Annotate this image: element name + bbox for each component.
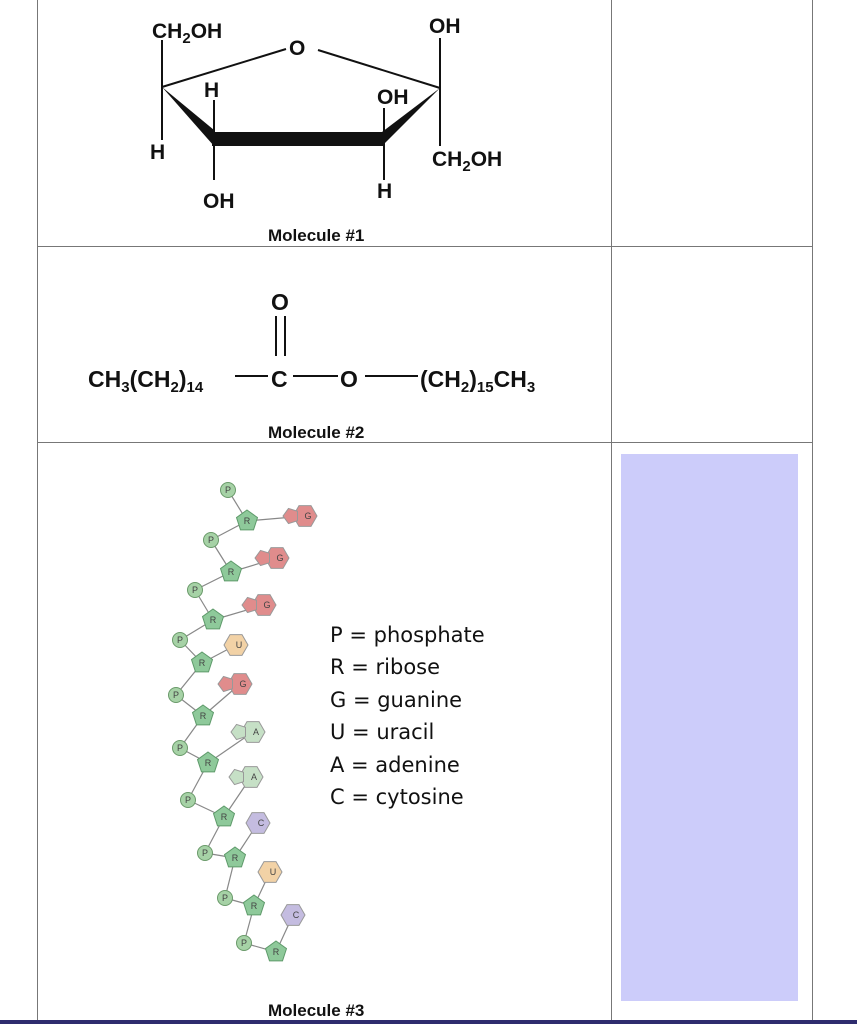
- base-label: G: [276, 553, 283, 563]
- legend-uracil: U = uracil: [330, 720, 434, 744]
- ribose-label: R: [205, 758, 212, 768]
- label-carbon: C: [271, 366, 288, 392]
- ring-wedge-right: [382, 88, 440, 146]
- ribose-pentagon: [242, 894, 266, 916]
- ring-wedge-left: [162, 87, 214, 146]
- label-oh-bottom: OH: [203, 190, 235, 213]
- phosphate-label: P: [192, 585, 198, 595]
- ribose-pentagon: [223, 846, 247, 868]
- phosphate-circle: [172, 632, 188, 648]
- phosphate-circle: [220, 482, 236, 498]
- label-ch2oh-left: CH2OH: [152, 20, 222, 47]
- ribose-label: R: [273, 947, 280, 957]
- ribose-pentagon: [201, 608, 225, 630]
- base-g-ring: [282, 507, 298, 525]
- ribose-label: R: [210, 615, 217, 625]
- phosphate-circle: [168, 687, 184, 703]
- phosphate-label: P: [177, 743, 183, 753]
- ring-front-bond: [212, 132, 384, 146]
- ribose-label: R: [200, 711, 207, 721]
- ribose-label: R: [221, 812, 228, 822]
- label-ch2oh-right: CH2OH: [432, 148, 502, 175]
- phosphate-label: P: [222, 893, 228, 903]
- legend-ribose: R = ribose: [330, 655, 440, 679]
- phosphate-circle: [217, 890, 233, 906]
- ribose-label: R: [251, 901, 258, 911]
- base-g-ring: [254, 549, 270, 567]
- label-h-upper: H: [204, 79, 219, 102]
- ribose-pentagon: [264, 940, 288, 962]
- legend-cytosine: C = cytosine: [330, 785, 464, 809]
- label-ring-o: O: [289, 37, 305, 60]
- phosphate-label: P: [241, 938, 247, 948]
- label-carbonyl-o: O: [271, 289, 289, 315]
- rna-strand-diagram: P R G P R G P R G P R U P R G P R A P R A P R C P R U P R C: [168, 482, 318, 962]
- molecule1-caption: Molecule #1: [268, 226, 364, 245]
- answer-box-molecule3[interactable]: [621, 454, 798, 1001]
- label-h-bottom: H: [377, 180, 392, 203]
- base-c-shape: [280, 904, 306, 926]
- phosphate-circle: [180, 792, 196, 808]
- ring-bond: [317, 49, 441, 89]
- legend-guanine: G = guanine: [330, 688, 462, 712]
- base-label: U: [270, 867, 277, 877]
- base-label: A: [253, 727, 259, 737]
- phosphate-circle: [197, 845, 213, 861]
- ribose-pentagon: [190, 651, 214, 673]
- base-label: C: [258, 818, 265, 828]
- base-c-shape: [245, 812, 271, 834]
- base-u-shape: [223, 634, 249, 656]
- base-a-ring: [230, 723, 246, 741]
- label-right-group: (CH2)15CH3: [420, 366, 535, 396]
- ribose-label: R: [199, 658, 206, 668]
- phosphate-circle: [236, 935, 252, 951]
- base-g-ring: [217, 675, 233, 693]
- ring-bond: [161, 48, 287, 88]
- phosphate-label: P: [225, 485, 231, 495]
- ribose-label: R: [244, 516, 251, 526]
- base-label: G: [304, 511, 311, 521]
- ribose-pentagon: [219, 560, 243, 582]
- phosphate-label: P: [177, 635, 183, 645]
- label-left-group: CH3(CH2)14: [88, 366, 204, 396]
- molecule1-structure: CH2OH O OH H OH H CH2OH OH H Molecule #1: [150, 15, 502, 245]
- phosphate-label: P: [173, 690, 179, 700]
- legend-adenine: A = adenine: [330, 753, 460, 777]
- base-label: G: [263, 600, 270, 610]
- molecule3-caption: Molecule #3: [268, 1001, 364, 1020]
- ribose-pentagon: [191, 704, 215, 726]
- label-h-left: H: [150, 141, 165, 164]
- ribose-label: R: [228, 567, 235, 577]
- phosphate-label: P: [185, 795, 191, 805]
- phosphate-label: P: [208, 535, 214, 545]
- base-g-ring: [241, 596, 257, 614]
- phosphate-circle: [203, 532, 219, 548]
- table-grid: [37, 0, 813, 1024]
- phosphate-label: P: [202, 848, 208, 858]
- ribose-label: R: [232, 853, 239, 863]
- phosphate-circle: [187, 582, 203, 598]
- molecule3-legend: P = phosphate R = ribose G = guanine U =…: [330, 623, 485, 809]
- legend-phosphate: P = phosphate: [330, 623, 485, 647]
- base-label: G: [239, 679, 246, 689]
- bottom-bar: [0, 1020, 857, 1024]
- molecule2-structure: O CH3(CH2)14 C O (CH2)15CH3 Molecule #2: [88, 289, 535, 442]
- base-label: A: [251, 772, 257, 782]
- molecule2-caption: Molecule #2: [268, 423, 364, 442]
- base-u-shape: [257, 861, 283, 883]
- base-a-ring: [228, 768, 244, 786]
- phosphate-circle: [172, 740, 188, 756]
- ribose-pentagon: [196, 751, 220, 773]
- base-label: U: [236, 640, 243, 650]
- label-oh-inner: OH: [377, 86, 409, 109]
- label-ester-o: O: [340, 366, 358, 392]
- ribose-pentagon: [212, 805, 236, 827]
- base-label: C: [293, 910, 300, 920]
- label-oh-top-right: OH: [429, 15, 461, 38]
- ribose-pentagon: [235, 509, 259, 531]
